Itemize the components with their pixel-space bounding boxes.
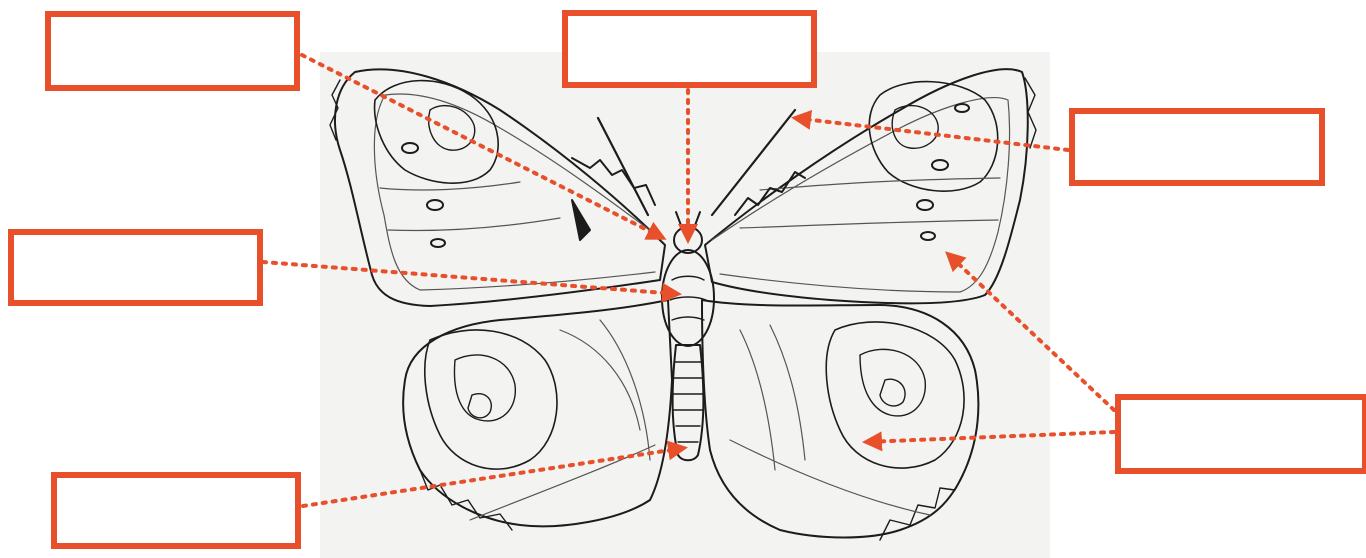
abdomen-label-box[interactable] xyxy=(51,472,301,549)
head-label-box[interactable] xyxy=(562,10,817,88)
thorax-label-box[interactable] xyxy=(8,229,263,306)
wing-tip-label-box[interactable] xyxy=(45,11,300,91)
hindwing-label-box[interactable] xyxy=(1115,394,1366,474)
antenna-label-box[interactable] xyxy=(1069,108,1325,186)
